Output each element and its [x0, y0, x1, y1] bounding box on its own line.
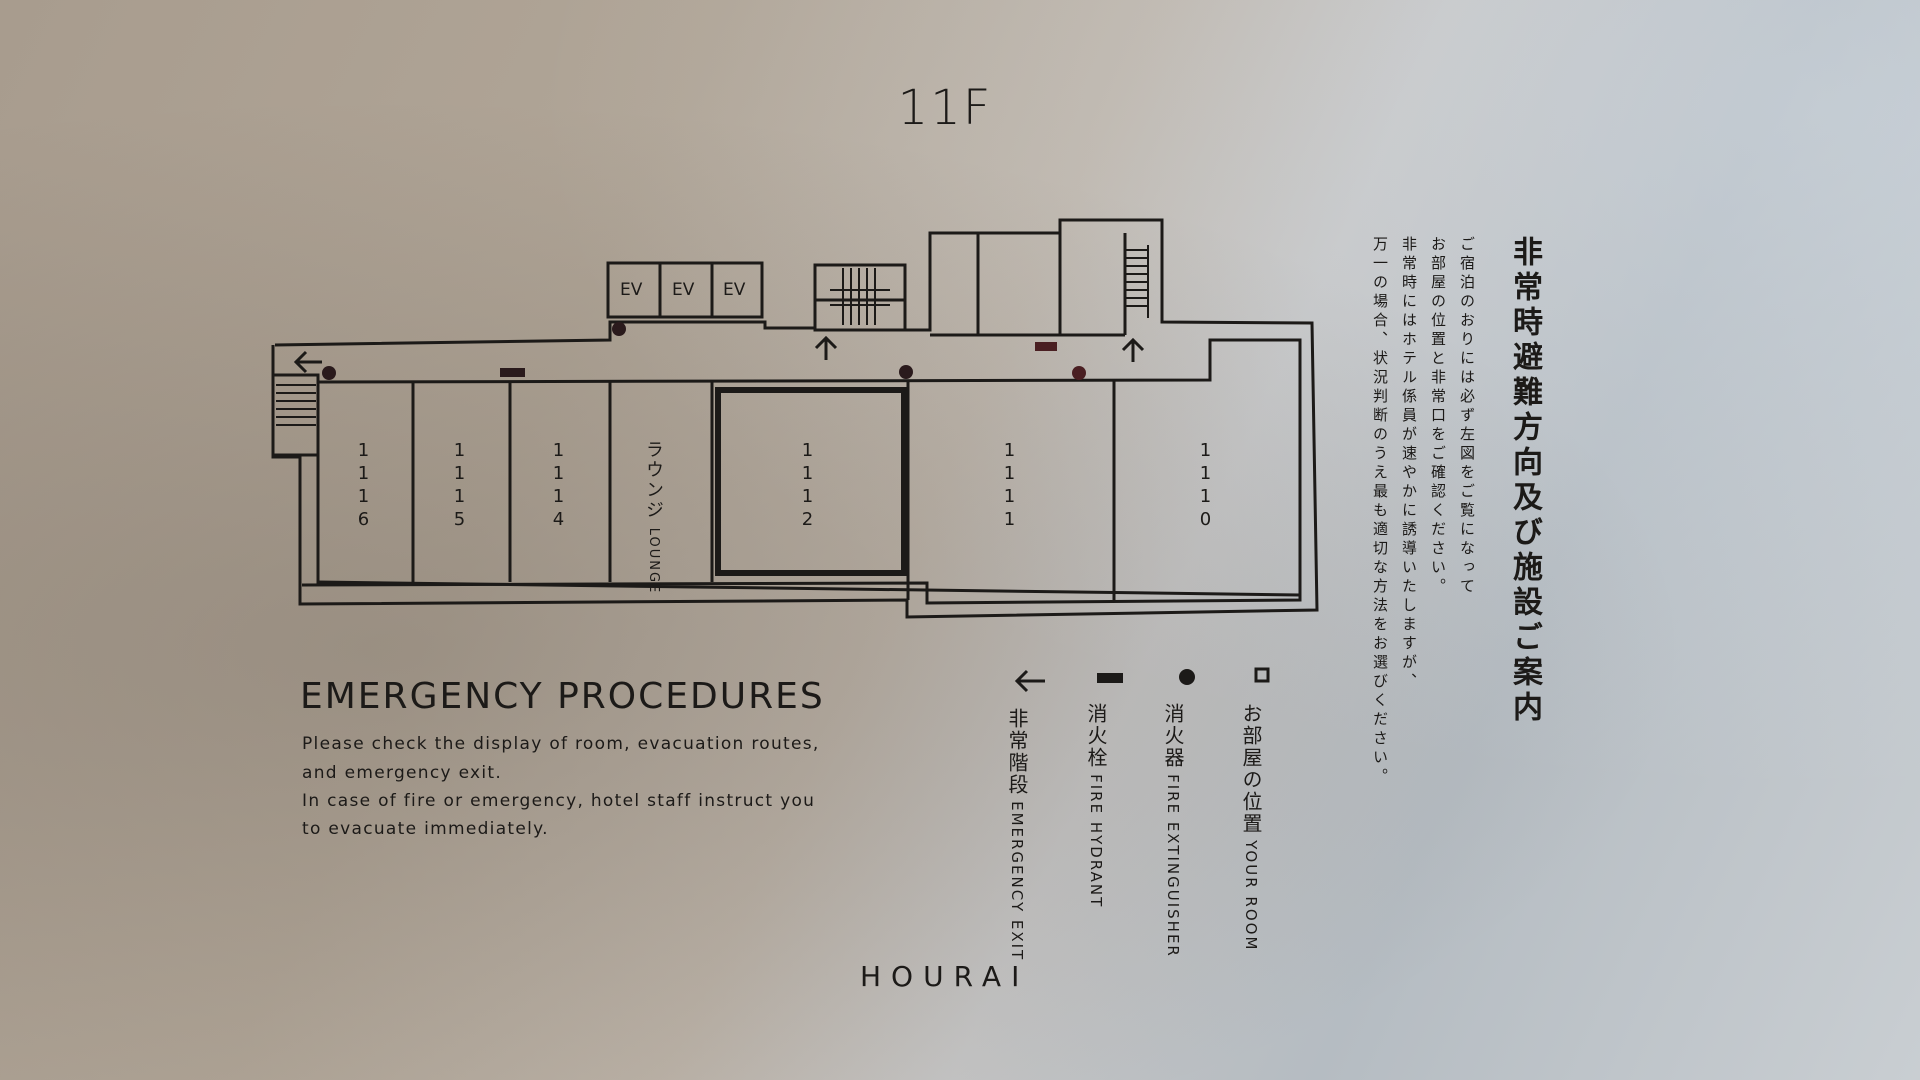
legend-label-jp: 消火器: [1161, 703, 1185, 769]
building-outline: [271, 218, 1319, 619]
right-stair-steps: [1126, 245, 1149, 318]
lounge-label-en: LOUNGE: [646, 527, 661, 595]
japanese-notice-line: お部屋の位置と非常口をご確認ください。: [1429, 236, 1447, 597]
left-stair-steps: [276, 384, 316, 426]
room-number: 1114: [548, 440, 569, 532]
legend-label-en: YOUR ROOM: [1242, 840, 1260, 952]
legend-fire-hydrant: 消火栓 FIRE HYDRANT: [1083, 703, 1108, 908]
japanese-notice-line: 万一の場合、状況判断のうえ最も適切な方法をお選びください。: [1371, 236, 1389, 787]
exit-arrow-up-center-icon: [814, 335, 838, 360]
your-room-highlight: [715, 387, 907, 576]
corridor-inner-line: [301, 338, 1302, 605]
room-number: 1115: [449, 440, 470, 532]
legend-label-en: EMERGENCY EXIT: [1008, 801, 1026, 962]
elevator-box-3: [710, 261, 764, 319]
japanese-notice-title: 非常時避難方向及び施設ご案内: [1507, 236, 1542, 726]
legend-label-en: FIRE EXTINGUISHER: [1164, 774, 1182, 958]
lounge-label: ラウンジ LOUNGE: [640, 440, 666, 594]
japanese-notice-line: ご宿泊のおりには必ず左図をご覧になって: [1458, 236, 1476, 597]
legend-label-jp: 非常階段: [1005, 708, 1029, 796]
japanese-notice-line: 非常時にはホテル係員が速やかに誘導いたしますが、: [1400, 236, 1418, 692]
floor-title: 11F: [897, 80, 993, 136]
emergency-text: In case of fire or emergency, hotel staf…: [302, 791, 816, 811]
elevator-label: EV: [620, 280, 643, 300]
center-stair-box: [813, 263, 907, 332]
extinguisher-dot-icon: [612, 322, 626, 336]
exit-arrow-left-icon: [293, 350, 322, 374]
emergency-text: to evacuate immediately.: [302, 819, 549, 839]
legend-square-icon: [1254, 667, 1270, 683]
emergency-heading: EMERGENCY PROCEDURES: [300, 676, 825, 717]
emergency-text: Please check the display of room, evacua…: [302, 734, 820, 754]
hydrant-bar-icon: [1035, 342, 1057, 351]
legend-bar-icon: [1097, 673, 1123, 683]
legend-label-jp: 消火栓: [1084, 703, 1108, 769]
left-stair-box: [271, 373, 320, 457]
hydrant-bar-icon: [500, 368, 525, 377]
extinguisher-dot-icon: [322, 366, 336, 380]
exit-arrow-up-right-icon: [1121, 337, 1145, 362]
room-number: 1111: [999, 440, 1020, 532]
room-number-your-room: 1112: [797, 440, 818, 532]
legend-your-room: お部屋の位置 YOUR ROOM: [1238, 703, 1263, 951]
brand-logo: HOURAI: [860, 960, 1030, 993]
room-number: 1110: [1195, 440, 1216, 532]
legend-dot-icon: [1179, 669, 1195, 685]
center-stair-steps: [830, 268, 890, 325]
elevator-label: EV: [672, 280, 695, 300]
elevator-label: EV: [723, 280, 746, 300]
extinguisher-dot-icon: [899, 365, 913, 379]
room-bottom-wall: [317, 580, 1301, 597]
emergency-text: and emergency exit.: [302, 763, 503, 783]
legend-arrow-left-icon: [1014, 669, 1045, 693]
legend-label-jp: お部屋の位置: [1239, 703, 1263, 835]
legend-emergency-exit: 非常階段 EMERGENCY EXIT: [1004, 708, 1029, 961]
legend-label-en: FIRE HYDRANT: [1087, 774, 1105, 909]
room-number: 1116: [353, 440, 374, 532]
lounge-label-jp: ラウンジ: [643, 440, 664, 520]
legend-fire-extinguisher: 消火器 FIRE EXTINGUISHER: [1160, 703, 1185, 958]
extinguisher-dot-icon: [1072, 366, 1086, 380]
